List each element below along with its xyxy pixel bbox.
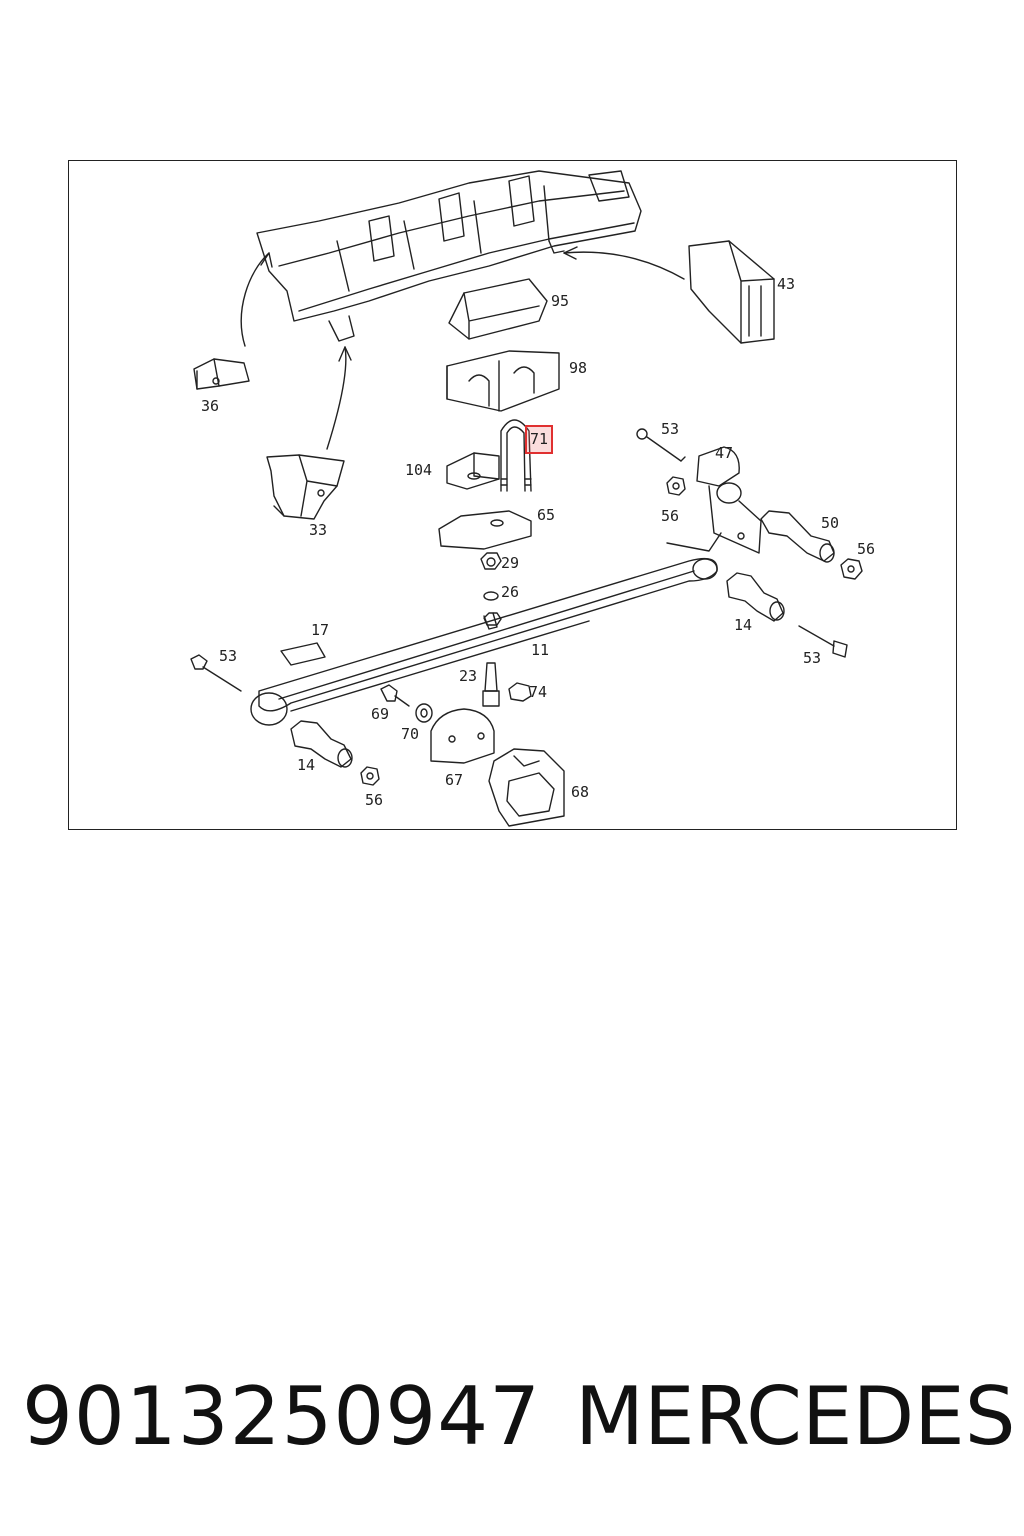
exploded-view-drawing <box>190 170 863 827</box>
nut-56-left-drawing <box>360 766 380 786</box>
chassis-frame <box>256 170 642 342</box>
callout-53-right[interactable]: 53 <box>803 649 822 667</box>
callout-98[interactable]: 98 <box>569 359 588 377</box>
part-17-drawing <box>280 642 326 666</box>
part-65-drawing <box>438 510 532 550</box>
callout-104[interactable]: 104 <box>405 461 433 479</box>
parts-29-26-drawing <box>480 552 502 626</box>
bushing-14-right-drawing <box>726 572 785 622</box>
assembly-arrows <box>240 246 685 450</box>
callout-14-right[interactable]: 14 <box>734 616 753 634</box>
part-98-drawing <box>446 350 560 412</box>
bushing-14-left-drawing <box>290 720 353 768</box>
callout-29[interactable]: 29 <box>501 554 520 572</box>
nut-56-right-drawing <box>840 558 863 580</box>
part-43-drawing <box>688 240 775 344</box>
callout-56-left[interactable]: 56 <box>365 791 384 809</box>
callout-68[interactable]: 68 <box>571 783 590 801</box>
parts-69-70-drawing <box>380 684 433 723</box>
product-caption: 9013250947 MERCEDES <box>0 1370 1024 1480</box>
callout-53-left[interactable]: 53 <box>219 647 238 665</box>
brand-name: MERCEDES <box>575 1370 1016 1463</box>
callout-33[interactable]: 33 <box>309 521 328 539</box>
callout-69[interactable]: 69 <box>371 705 390 723</box>
part-50-drawing <box>760 510 835 563</box>
parts-23-74-drawing <box>482 662 532 707</box>
callout-67[interactable]: 67 <box>445 771 464 789</box>
bolt-53-left-drawing <box>190 654 242 692</box>
callout-17[interactable]: 17 <box>311 621 330 639</box>
part-11-leaf-spring-drawing <box>250 557 718 726</box>
callout-56-right[interactable]: 56 <box>857 540 876 558</box>
callout-47[interactable]: 47 <box>715 444 734 462</box>
part-33-drawing <box>266 454 345 520</box>
part-68-drawing <box>488 748 565 827</box>
callout-26[interactable]: 26 <box>501 583 520 601</box>
callout-65[interactable]: 65 <box>537 506 556 524</box>
part-95-drawing <box>448 278 548 340</box>
callout-74[interactable]: 74 <box>529 683 548 701</box>
nut-56-upper-drawing <box>666 476 686 496</box>
callout-43[interactable]: 43 <box>777 275 796 293</box>
callout-56-upper[interactable]: 56 <box>661 507 680 525</box>
part-71-u-bolt-drawing <box>500 419 532 492</box>
callout-53-upper[interactable]: 53 <box>661 420 680 438</box>
callout-95[interactable]: 95 <box>551 292 570 310</box>
callout-50[interactable]: 50 <box>821 514 840 532</box>
part-36-drawing <box>193 358 250 390</box>
callout-36[interactable]: 36 <box>201 397 220 415</box>
callout-14-left[interactable]: 14 <box>297 756 316 774</box>
part-104-drawing <box>446 452 500 490</box>
part-67-drawing <box>430 708 495 764</box>
parts-diagram: 43 95 98 36 71 53 47 104 33 65 56 50 56 … <box>68 160 957 830</box>
callout-71-highlighted[interactable]: 71 <box>525 425 554 454</box>
bolt-53-right-drawing <box>798 625 848 658</box>
callout-11[interactable]: 11 <box>531 641 550 659</box>
callout-23[interactable]: 23 <box>459 667 478 685</box>
part-number: 9013250947 <box>22 1370 541 1463</box>
part-53-47-drawing <box>636 428 762 554</box>
callout-70[interactable]: 70 <box>401 725 420 743</box>
